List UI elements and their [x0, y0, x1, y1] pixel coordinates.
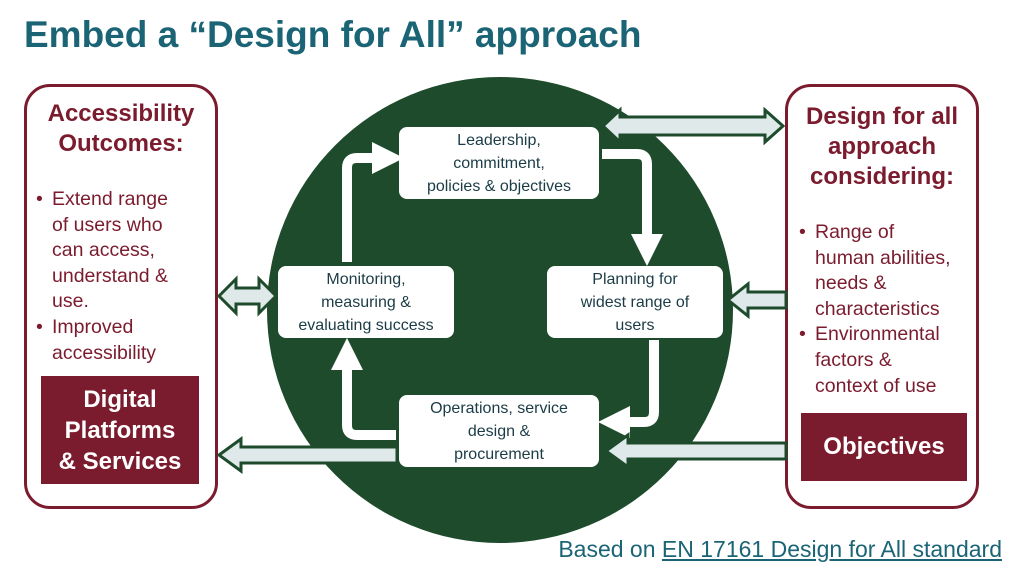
box-line: Platforms — [64, 416, 176, 444]
bullet-line: context of use — [815, 374, 937, 397]
node-line: Operations, service — [430, 399, 568, 417]
bullet-line: can access, — [52, 239, 155, 262]
right-heading-line-2: approach — [827, 133, 937, 160]
page-title: Embed a “Design for All” approach — [24, 14, 642, 55]
digital-platforms-box: Digital Platforms & Services — [41, 376, 199, 484]
accessibility-outcomes-panel: Accessibility Outcomes: Extend range of … — [24, 84, 218, 509]
bullet-line: of users who — [52, 213, 163, 236]
source-prefix: Based on — [558, 536, 662, 562]
standard-link[interactable]: EN 17161 Design for All standard — [661, 536, 1002, 562]
bullet-line: human abilities, — [815, 246, 951, 269]
node-line: widest range of — [580, 293, 690, 311]
bullet-line: needs & — [815, 272, 887, 295]
source-note: Based on EN 17161 Design for All standar… — [558, 536, 1002, 563]
right-bullet-environment: Environmental factors & context of use — [797, 322, 951, 399]
left-heading-line-2: Outcomes: — [58, 130, 184, 157]
left-bullet-improved: Improved accessibility — [34, 315, 168, 366]
node-line: Leadership, — [457, 131, 541, 149]
right-heading-line-3: considering: — [809, 163, 954, 190]
bullet-line: use. — [52, 290, 89, 313]
right-panel-heading: Design for all approach considering: — [788, 102, 976, 192]
bullet-line: understand & — [52, 264, 169, 287]
left-bullet-list: Extend range of users who can access, un… — [34, 187, 168, 366]
left-bullet-extend-range: Extend range of users who can access, un… — [34, 187, 168, 315]
bullet-line: factors & — [815, 348, 892, 371]
leadership-node: Leadership, commitment, policies & objec… — [399, 127, 599, 199]
node-line: procurement — [454, 445, 544, 463]
right-bullet-abilities: Range of human abilities, needs & charac… — [797, 220, 951, 322]
bullet-line: Range of — [815, 221, 895, 243]
box-line: Digital — [83, 385, 157, 413]
node-line: evaluating success — [298, 316, 434, 334]
bullet-line: Environmental — [815, 323, 940, 346]
arrow-into-planning — [725, 280, 788, 320]
planning-node: Planning for widest range of users — [547, 266, 723, 338]
left-heading-line-1: Accessibility — [47, 100, 195, 127]
right-bullet-list: Range of human abilities, needs & charac… — [797, 220, 951, 399]
right-heading-line-1: Design for all — [805, 103, 959, 130]
bullet-line: accessibility — [52, 341, 157, 364]
node-line: policies & objectives — [426, 177, 572, 195]
operations-node: Operations, service design & procurement — [399, 395, 599, 467]
objectives-box: Objectives — [801, 413, 967, 481]
box-line: & Services — [58, 447, 182, 475]
monitoring-node: Monitoring, measuring & evaluating succe… — [278, 266, 454, 338]
left-panel-heading: Accessibility Outcomes: — [27, 99, 215, 159]
node-line: Monitoring, — [326, 270, 406, 288]
node-line: Planning for — [592, 270, 678, 288]
node-line: commitment, — [453, 154, 545, 172]
node-line: users — [615, 316, 655, 334]
bullet-line: Extend range — [52, 188, 169, 210]
design-for-all-panel: Design for all approach considering: Ran… — [785, 84, 979, 509]
bullet-line: Improved — [52, 315, 134, 338]
bullet-line: characteristics — [815, 297, 940, 320]
node-line: design & — [467, 422, 531, 440]
node-line: measuring & — [321, 293, 411, 311]
